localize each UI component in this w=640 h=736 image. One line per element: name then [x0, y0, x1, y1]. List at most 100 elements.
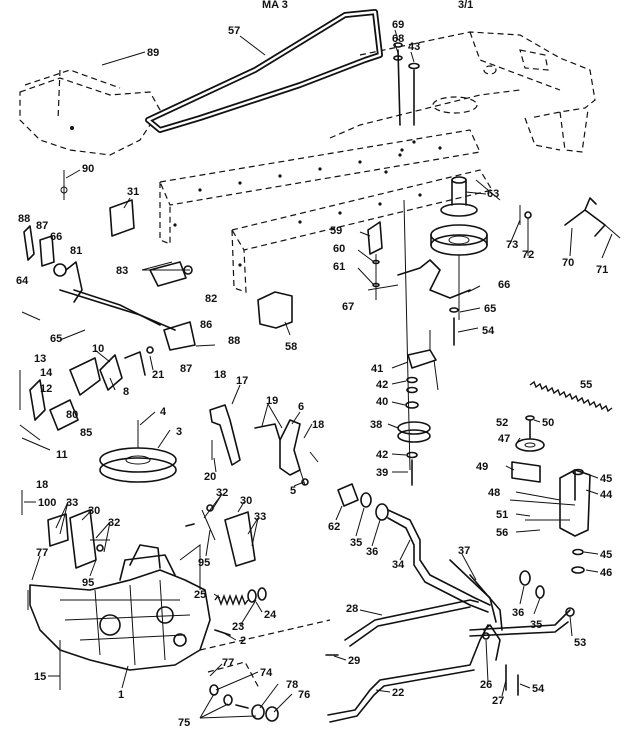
- pedal-assembly: [337, 483, 503, 631]
- callout-54: 54: [482, 325, 495, 337]
- right-bracket-assembly: [509, 415, 591, 574]
- callout-31: 31: [127, 186, 139, 198]
- chassis-frame: [159, 31, 596, 293]
- fastener-stack-top: [393, 42, 420, 126]
- callout-74: 74: [260, 667, 273, 679]
- callout-51: 51: [496, 509, 508, 521]
- callout-36: 36: [366, 546, 378, 558]
- callout-40: 40: [376, 396, 388, 408]
- callout-50: 50: [542, 417, 554, 429]
- rod-28b: [349, 606, 471, 647]
- link-26: [482, 624, 501, 661]
- callout-19: 19: [266, 395, 278, 407]
- spring-55: [529, 380, 613, 413]
- callout-35b: 35: [530, 619, 542, 631]
- callout-33b: 33: [254, 511, 266, 523]
- callout-83: 83: [116, 265, 128, 277]
- callout-78: 78: [286, 679, 298, 691]
- callout-46: 46: [600, 567, 612, 579]
- callout-30b: 30: [240, 495, 252, 507]
- callout-87b: 87: [180, 363, 192, 375]
- callout-34: 34: [392, 559, 405, 571]
- plate-31: [109, 199, 135, 237]
- idler-stack: [397, 330, 439, 486]
- pulley-assembly: [430, 176, 488, 320]
- callout-53: 53: [574, 637, 586, 649]
- callout-75: 75: [178, 717, 190, 729]
- callout-61: 61: [333, 261, 345, 273]
- callout-59: 59: [330, 225, 342, 237]
- callout-90: 90: [82, 163, 94, 175]
- rod-22b: [329, 669, 475, 723]
- callout-5: 5: [290, 485, 296, 497]
- callout-11: 11: [56, 449, 68, 461]
- callout-13: 13: [34, 353, 46, 365]
- callout-42b: 42: [376, 449, 388, 461]
- callout-24: 24: [264, 609, 277, 621]
- callout-1: 1: [118, 689, 124, 701]
- left-upper-levers: [21, 225, 216, 351]
- spring-25: [214, 594, 249, 606]
- callout-88: 88: [18, 213, 30, 225]
- callout-18c: 18: [36, 479, 48, 491]
- callout-56: 56: [496, 527, 508, 539]
- drive-belt: [145, 9, 383, 133]
- callout-66b: 66: [498, 279, 510, 291]
- callout-3: 3: [176, 426, 182, 438]
- callout-73: 73: [506, 239, 518, 251]
- callout-26: 26: [480, 679, 492, 691]
- callout-49: 49: [476, 461, 488, 473]
- callout-2: 2: [240, 635, 246, 647]
- callout-10: 10: [92, 343, 104, 355]
- bracket-59: [367, 221, 383, 300]
- callout-63: 63: [487, 188, 499, 200]
- leader-lines: [24, 29, 613, 719]
- callout-55: 55: [580, 379, 592, 391]
- callout-100: 100: [38, 497, 56, 509]
- callout-6: 6: [298, 401, 304, 413]
- rod-28: [344, 599, 479, 641]
- header-fragment-left: MA 3: [262, 0, 288, 11]
- plate-58: [257, 291, 293, 329]
- left-middle-linkage: [19, 346, 154, 451]
- callout-82: 82: [205, 293, 217, 305]
- callout-77: 77: [36, 547, 48, 559]
- callout-27: 27: [492, 695, 504, 707]
- callout-57: 57: [228, 25, 240, 37]
- callout-33: 33: [66, 497, 78, 509]
- callout-30: 30: [88, 505, 100, 517]
- callout-67: 67: [342, 301, 354, 313]
- callout-85: 85: [80, 427, 92, 439]
- callout-8: 8: [123, 386, 129, 398]
- callout-66: 66: [50, 231, 62, 243]
- callout-48: 48: [488, 487, 500, 499]
- callout-37: 37: [458, 545, 470, 557]
- callout-23: 23: [232, 621, 244, 633]
- callout-21: 21: [152, 369, 164, 381]
- callout-35: 35: [350, 537, 362, 549]
- callout-76: 76: [298, 689, 310, 701]
- callout-17: 17: [236, 375, 248, 387]
- callout-18b: 18: [312, 419, 324, 431]
- rod-66: [397, 259, 471, 299]
- callout-87: 87: [36, 220, 48, 232]
- callout-70: 70: [562, 257, 574, 269]
- callout-14: 14: [40, 367, 53, 379]
- callout-47: 47: [498, 433, 510, 445]
- callout-15: 15: [34, 671, 46, 683]
- callout-65: 65: [50, 333, 62, 345]
- callout-42: 42: [376, 379, 388, 391]
- callout-95: 95: [82, 577, 94, 589]
- callout-77b: 77: [222, 657, 234, 669]
- callout-60: 60: [333, 243, 345, 255]
- pulley-3: [99, 420, 177, 483]
- callout-12: 12: [40, 383, 52, 395]
- callout-72: 72: [522, 249, 534, 261]
- callout-64: 64: [16, 275, 29, 287]
- callout-69: 69: [392, 19, 404, 31]
- center-shaft: [403, 199, 411, 471]
- callout-39: 39: [376, 467, 388, 479]
- callout-44: 44: [600, 489, 613, 501]
- callout-62: 62: [328, 521, 340, 533]
